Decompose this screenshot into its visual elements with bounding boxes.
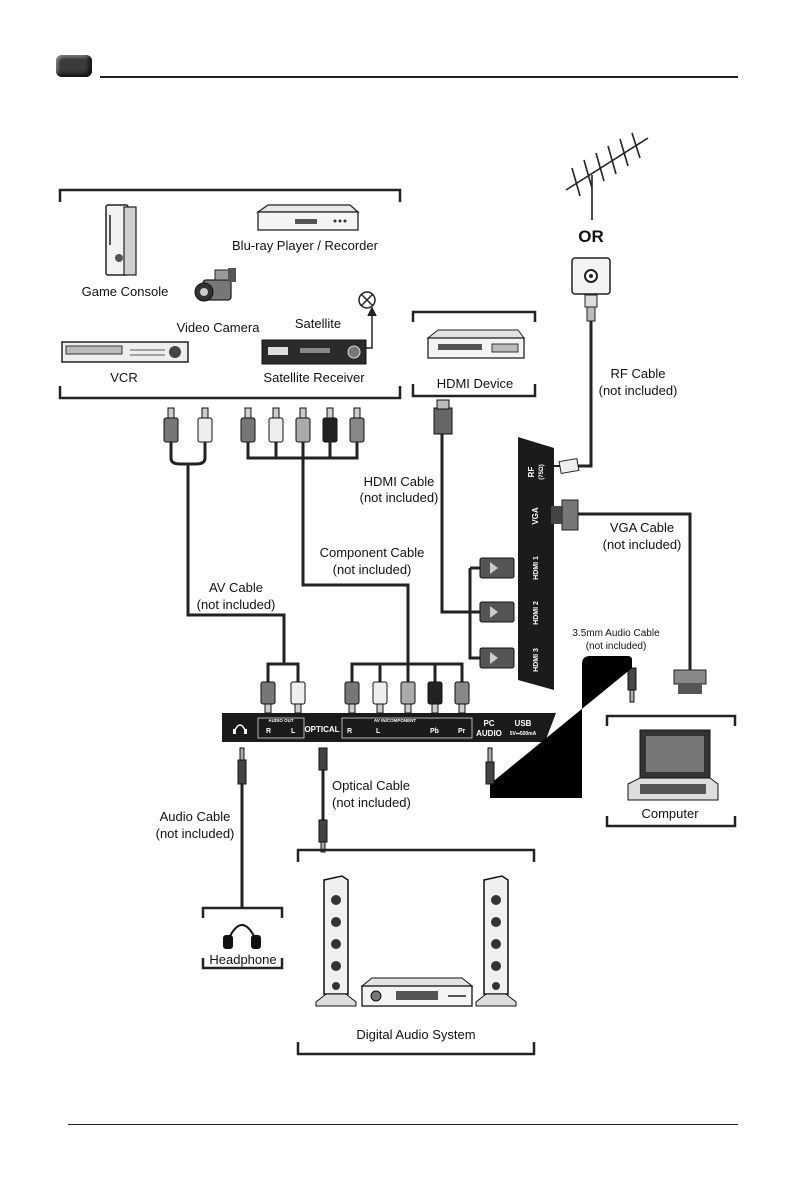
headphone-cable	[237, 747, 247, 908]
bottom-comp-l-label: L	[376, 728, 381, 735]
device-group-bracket	[58, 188, 402, 400]
bluray-label: Blu-ray Player / Recorder	[232, 238, 378, 253]
component-cable	[246, 442, 464, 682]
side-panel-hdmi1-label: HDMI 1	[533, 556, 540, 580]
antenna-or-label: OR	[578, 227, 604, 246]
rca-plugs-bottom	[260, 681, 470, 714]
bottom-audio-l-label: L	[291, 728, 296, 735]
video-camera-label: Video Camera	[176, 320, 260, 335]
audio-cable-note: (not included)	[155, 826, 235, 841]
audio-system-bracket	[296, 848, 536, 1056]
audio-cable-label: Audio Cable	[159, 809, 231, 824]
bottom-pc-audio-label: AUDIO	[476, 729, 502, 738]
vga-cable-label: VGA Cable	[609, 520, 675, 535]
bottom-comp-r-label: R	[347, 728, 352, 735]
right-speaker-icon	[475, 875, 517, 1007]
bottom-audio-r-label: R	[266, 728, 271, 735]
rf-cable-label: RF Cable	[610, 366, 666, 381]
audio-receiver-icon	[360, 977, 474, 1007]
headphone-bracket	[201, 906, 284, 970]
vga-cable-note: (not included)	[602, 537, 682, 552]
vcr-label: VCR	[110, 370, 138, 385]
optical-cable	[318, 747, 328, 853]
bottom-audio-out-label: AUDIO OUT	[268, 718, 294, 723]
bottom-pc-label: PC	[483, 719, 494, 728]
av-cable-label: AV Cable	[209, 580, 263, 595]
component-cable-note: (not included)	[332, 562, 412, 577]
computer-bracket	[605, 714, 737, 828]
video-camera-icon	[194, 268, 236, 302]
rf-cable	[548, 294, 598, 475]
hdmi-device-icon	[426, 329, 525, 359]
av-cable	[169, 442, 300, 682]
bottom-pb-label: Pb	[430, 728, 439, 735]
side-panel-hdmi2-label: HDMI 2	[533, 601, 540, 625]
satellite-receiver-icon	[261, 339, 367, 365]
hdmi-cable-note: (not included)	[359, 490, 439, 505]
left-speaker-icon	[315, 875, 357, 1007]
vga-cable	[551, 499, 707, 694]
side-panel-rf-sublabel: (75Ω)	[539, 464, 545, 479]
wall-outlet-icon	[571, 257, 611, 295]
hdmi-plug-top	[433, 399, 453, 435]
hdmi-cable	[440, 432, 480, 660]
satellite-label: Satellite	[294, 316, 342, 331]
tv-bottom-panel	[222, 713, 556, 742]
rca-plugs-top	[163, 407, 365, 443]
bottom-usb-rating-label: 5V⎓500mA	[510, 731, 537, 737]
hdmi-device-label: HDMI Device	[436, 376, 514, 391]
pc-audio-cable	[485, 656, 637, 798]
optical-cable-label: Optical Cable	[332, 778, 411, 793]
laptop-icon	[627, 729, 719, 801]
bottom-av-in-label: AV IN/COMPONENT	[374, 718, 416, 723]
side-panel-hdmi3-label: HDMI 3	[533, 648, 540, 672]
antenna-icon	[565, 132, 649, 220]
bluray-player-icon	[255, 204, 360, 231]
computer-label: Computer	[641, 806, 699, 821]
bottom-usb-label: USB	[515, 719, 532, 728]
hdmi-device-bracket	[411, 310, 537, 398]
header-rule	[100, 76, 738, 78]
optical-cable-note: (not included)	[332, 795, 411, 810]
av-cable-note: (not included)	[196, 597, 276, 612]
headphone-label: Headphone	[209, 952, 277, 967]
digital-audio-system-label: Digital Audio System	[356, 1027, 476, 1042]
tv-side-panel	[518, 437, 554, 690]
audio-35-cable-label: 3.5mm Audio Cable	[572, 628, 660, 639]
side-panel-rf-label: RF	[527, 467, 536, 478]
vcr-icon	[61, 341, 189, 363]
hdmi-cable-label: HDMI Cable	[363, 474, 435, 489]
hdmi-plugs-side	[479, 557, 515, 669]
rf-cable-note: (not included)	[598, 383, 678, 398]
section-marker	[56, 55, 92, 77]
audio-35-cable-note: (not included)	[585, 641, 647, 652]
headphone-icon	[223, 924, 261, 949]
bottom-pr-label: Pr	[458, 728, 466, 735]
game-console-icon	[105, 204, 137, 276]
component-cable-label: Component Cable	[319, 545, 425, 560]
side-panel-vga-label: VGA	[531, 507, 540, 525]
bottom-optical-label: OPTICAL	[304, 725, 339, 734]
game-console-label: Game Console	[81, 284, 169, 299]
footer-rule	[68, 1124, 738, 1125]
satellite-receiver-label: Satellite Receiver	[263, 370, 365, 385]
